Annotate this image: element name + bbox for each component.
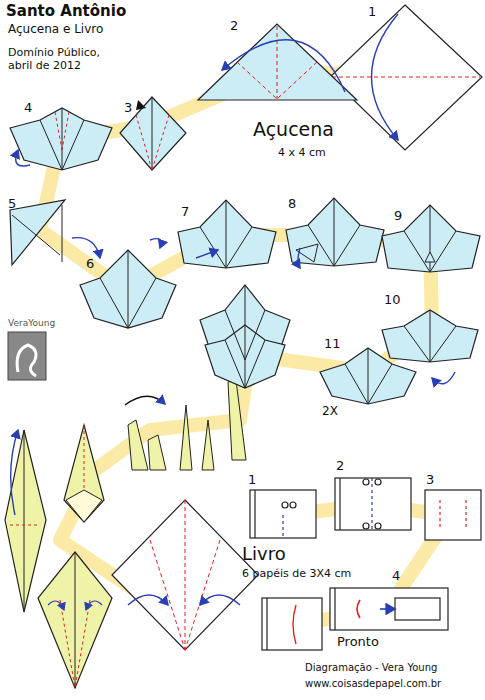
section-title: Livro (242, 543, 286, 565)
step-1-square (330, 5, 482, 150)
step-number: 1 (248, 472, 256, 488)
step-11-flower (320, 348, 455, 404)
dimension: 6 papéis de 3X4 cm (242, 567, 351, 580)
url: www.coisasdepapel.com.br (305, 678, 441, 690)
step-6-flower (80, 239, 176, 328)
credit: Diagramação - Vera Young (305, 662, 437, 674)
step-number: 5 (8, 196, 16, 212)
step-number: 1 (368, 4, 376, 20)
step-number: 4 (24, 100, 32, 116)
logo-text: VeraYoung (8, 318, 55, 329)
dimension: 4 x 4 cm (278, 146, 326, 159)
step-5-fold (10, 200, 100, 265)
step-number: 8 (288, 196, 296, 212)
step-4-flower (10, 108, 112, 170)
step-9-flower (382, 205, 480, 272)
step-number: 9 (394, 208, 402, 224)
step-7-flower (178, 200, 276, 268)
step-number: 4 (392, 568, 400, 584)
step-number: 3 (426, 472, 434, 488)
repeat-count: 2X (322, 404, 338, 418)
step-number: 11 (324, 336, 341, 352)
assembled-lily (200, 285, 290, 460)
section-title: Açucena (253, 118, 334, 141)
step-number: 6 (86, 256, 94, 272)
subtitle: Açucena e Livro (8, 22, 103, 36)
step-number: 10 (384, 292, 401, 308)
stem-steps (5, 396, 258, 688)
step-10-flower (382, 310, 478, 362)
step-number: 3 (124, 100, 132, 116)
step-8-flower (286, 198, 384, 268)
note: Pronto (337, 634, 379, 650)
step-3-kite (120, 97, 186, 170)
step-number: 7 (181, 204, 189, 220)
note: Domínio Público, abril de 2012 (8, 46, 104, 72)
step-2-triangle (198, 24, 357, 100)
step-number: 2 (336, 458, 344, 474)
title: Santo Antônio (6, 2, 126, 20)
step-number: 2 (230, 18, 238, 34)
vera-young-logo (8, 332, 46, 380)
